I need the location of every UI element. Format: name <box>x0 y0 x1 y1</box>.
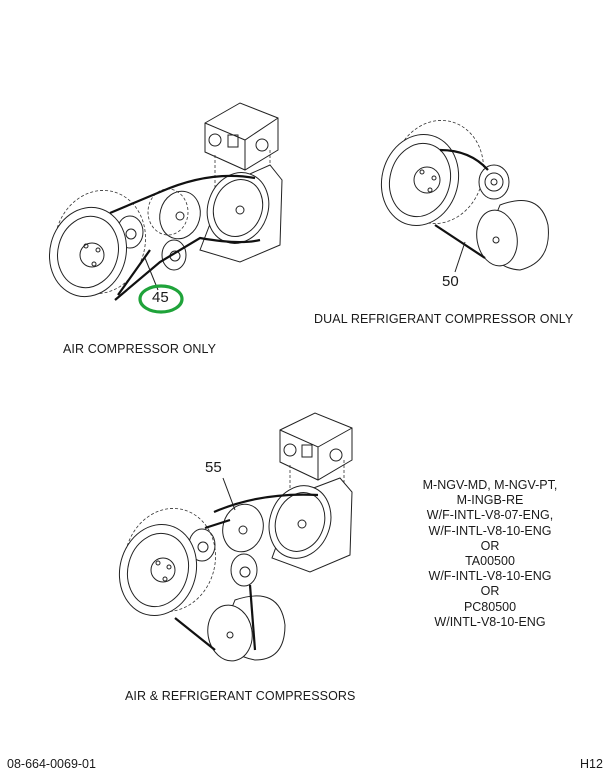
note-line: M-INGB-RE <box>456 493 524 508</box>
caption-dual-refrigerant-compressor-only: DUAL REFRIGERANT COMPRESSOR ONLY <box>314 312 574 326</box>
page-reference: H12 <box>580 757 603 771</box>
callout-45[interactable]: 45 <box>152 289 169 306</box>
note-line: PC80500 <box>463 599 517 614</box>
note-line: W/F-INTL-V8-10-ENG <box>428 569 552 584</box>
caption-air-and-refrigerant-compressors: AIR & REFRIGERANT COMPRESSORS <box>125 689 356 703</box>
caption-air-compressor-only: AIR COMPRESSOR ONLY <box>63 342 217 356</box>
note-line: W/F-INTL-V8-07-ENG, <box>426 508 554 523</box>
callout-55[interactable]: 55 <box>205 459 222 476</box>
note-line: OR <box>480 538 500 553</box>
drawing-number: 08-664-0069-01 <box>7 757 96 771</box>
note-line: OR <box>480 584 500 599</box>
callout-50[interactable]: 50 <box>442 273 459 290</box>
note-line: W/F-INTL-V8-10-ENG <box>428 523 552 538</box>
note-line: W/INTL-V8-10-ENG <box>434 614 546 629</box>
callout-45-highlight-circle <box>138 284 184 314</box>
applicability-notes: M-NGV-MD, M-NGV-PT, M-INGB-RE W/F-INTL-V… <box>390 478 590 630</box>
note-line: M-NGV-MD, M-NGV-PT, <box>422 478 558 492</box>
note-line: TA00500 <box>465 554 515 569</box>
